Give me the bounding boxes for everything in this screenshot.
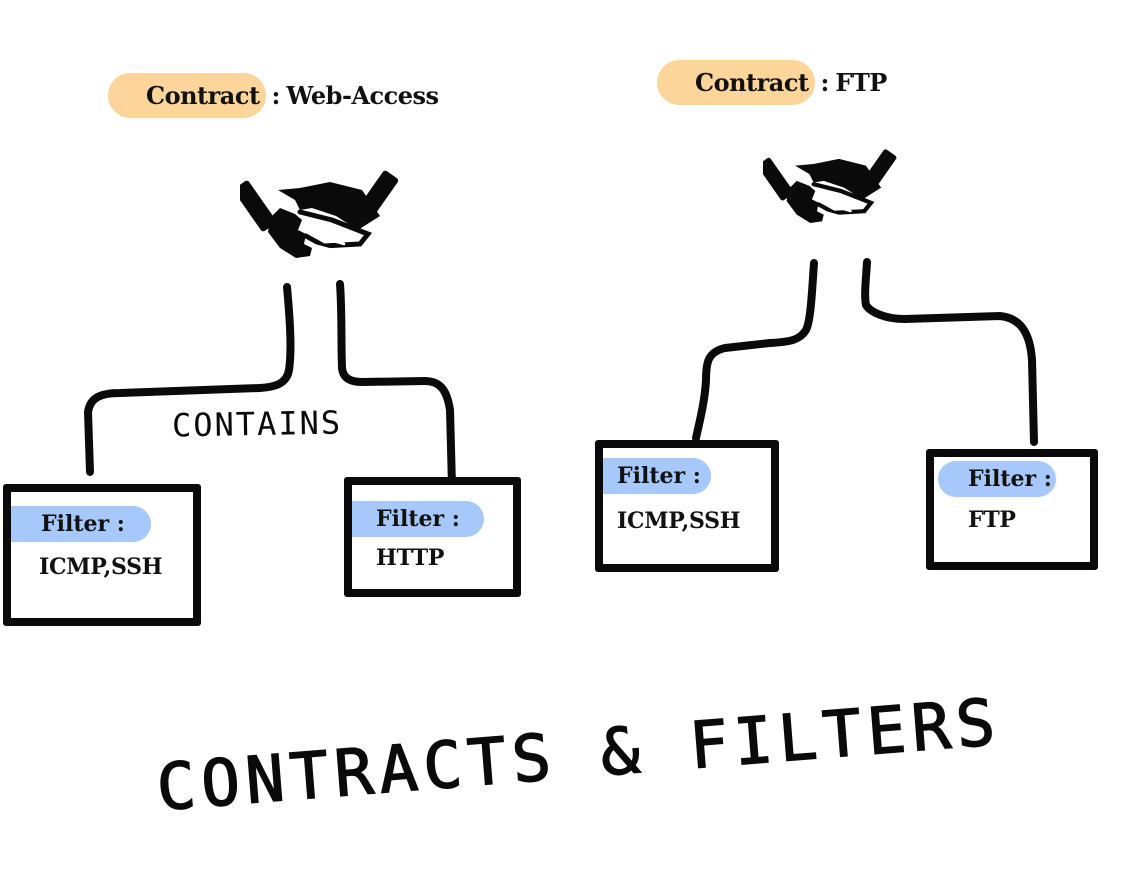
connector-web-access-to-filter-2: [336, 280, 456, 490]
connector-ftp-to-filter-1: [692, 259, 818, 442]
filter-label-pill: Filter :: [11, 506, 151, 542]
contains-label: CONTAINS: [172, 404, 343, 445]
contract-name: FTP: [835, 68, 887, 97]
filter-label-pill: Filter :: [603, 458, 711, 494]
filter-box: Filter : FTP: [926, 449, 1098, 570]
handshake-icon: [240, 170, 399, 258]
contract-label-pill: Contract: [657, 60, 815, 105]
filter-label: Filter :: [968, 466, 1052, 492]
filter-label-pill: Filter :: [352, 501, 484, 537]
contract-name: Web-Access: [286, 81, 439, 110]
contains-text: CONTAINS: [171, 403, 343, 445]
filter-protocols: ICMP,SSH: [617, 508, 741, 534]
contract-label-pill: Contract: [108, 73, 266, 118]
contract-separator: :: [271, 81, 281, 110]
filter-box: Filter : ICMP,SSH: [595, 440, 779, 572]
contract-separator: :: [820, 68, 830, 97]
filter-box: Filter : HTTP: [344, 477, 521, 597]
filter-protocols: ICMP,SSH: [39, 554, 163, 580]
handshake-icon: [763, 149, 897, 223]
contract-ftp: Contract : FTP: [657, 60, 887, 105]
contract-web-access: Contract : Web-Access: [108, 73, 439, 118]
filter-box: Filter : ICMP,SSH: [3, 484, 201, 626]
filter-label: Filter :: [376, 506, 460, 532]
filter-label: Filter :: [41, 511, 125, 537]
filter-label: Filter :: [617, 463, 701, 489]
connector-ftp-to-filter-2: [861, 258, 1038, 446]
filter-protocols: HTTP: [376, 545, 445, 571]
connector-web-access-to-filter-1: [84, 283, 295, 476]
filter-label-pill: Filter :: [938, 461, 1056, 497]
filter-protocols: FTP: [968, 507, 1016, 533]
